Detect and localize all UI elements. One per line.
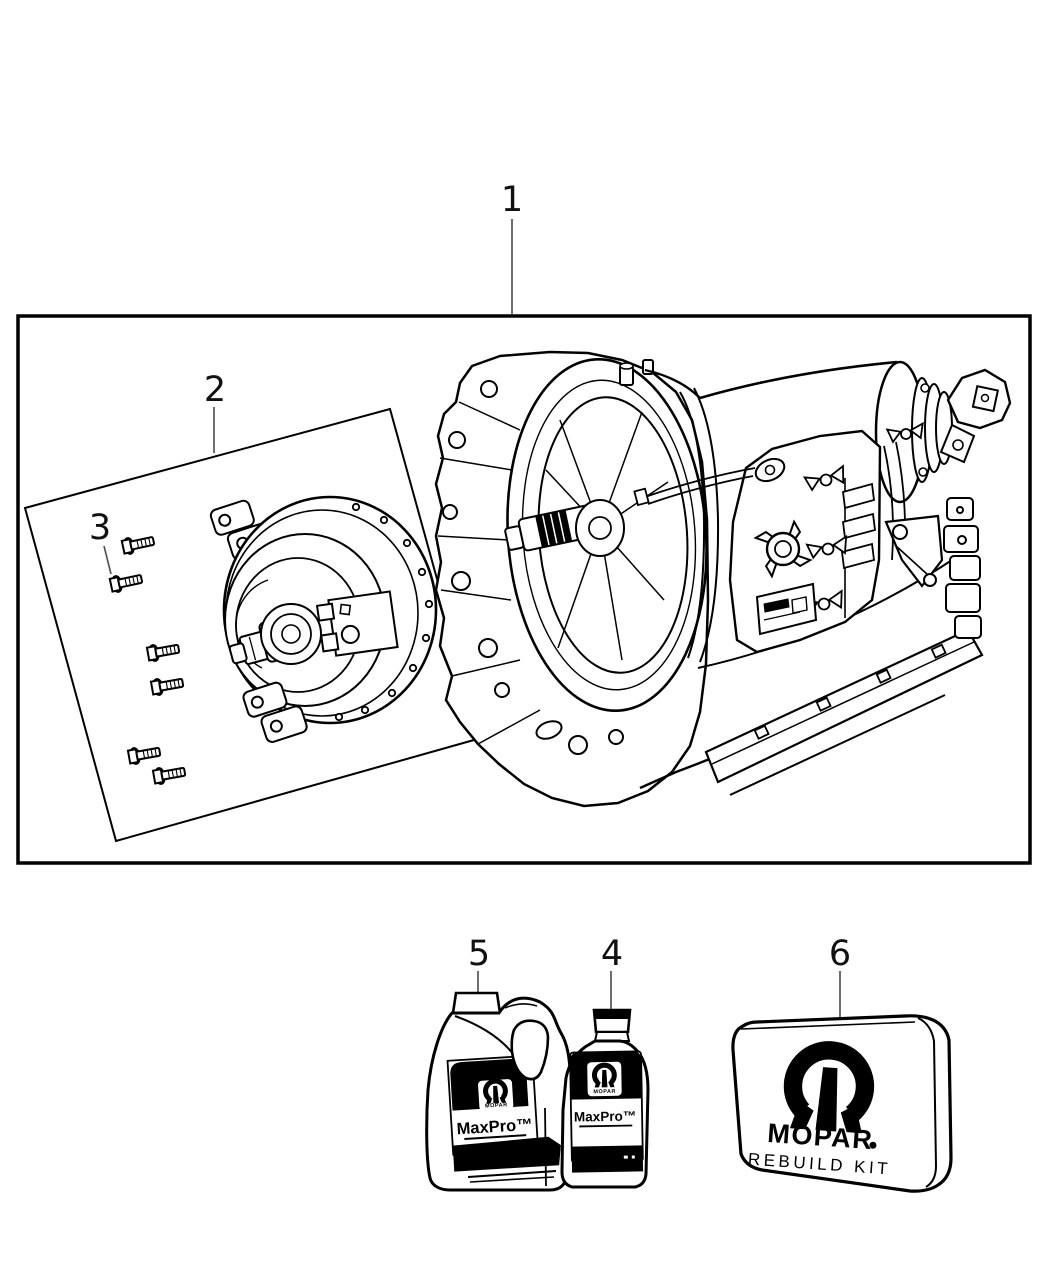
callout-1-label: 1 [501,180,523,220]
callout-3[interactable]: 3 [89,508,112,575]
callout-4[interactable]: 4 [601,934,623,1010]
quart-product-name: MaxPro™ [574,1108,637,1124]
callout-5-label: 5 [468,934,490,974]
jug-cap [451,991,502,1015]
assembly-box [16,314,1032,865]
registered-mark-dot [869,1141,877,1149]
kit-box [731,1014,953,1193]
callout-4-label: 4 [601,934,623,974]
callout-1[interactable]: 1 [501,180,523,314]
jug-product-name: MaxPro™ [456,1116,533,1139]
callout-2[interactable]: 2 [204,370,226,453]
callout-6-label: 6 [829,934,851,974]
torque-converter [209,495,438,743]
callout-3-label: 3 [89,508,111,548]
transmission [434,350,1012,808]
kit-brand-text: MOPAR [767,1118,875,1155]
quart-brand-text: MOPAR [593,1089,616,1095]
rebuild-kit: MOPAR REBUILD KIT [731,1014,953,1193]
fluid-jug: MOPAR MaxPro™ [425,991,572,1192]
jug-brand-text: MOPAR [485,1102,508,1109]
fluid-quart: MOPAR MaxPro™ [560,1008,650,1189]
callout-3-leader [103,545,112,575]
callout-6[interactable]: 6 [829,934,851,1017]
quart-label: MOPAR MaxPro™ [569,1050,644,1173]
jug-label: MOPAR MaxPro™ [446,1054,561,1172]
callout-5[interactable]: 5 [468,934,490,994]
callout-2-label: 2 [204,370,226,410]
jug-handle [510,1019,550,1081]
